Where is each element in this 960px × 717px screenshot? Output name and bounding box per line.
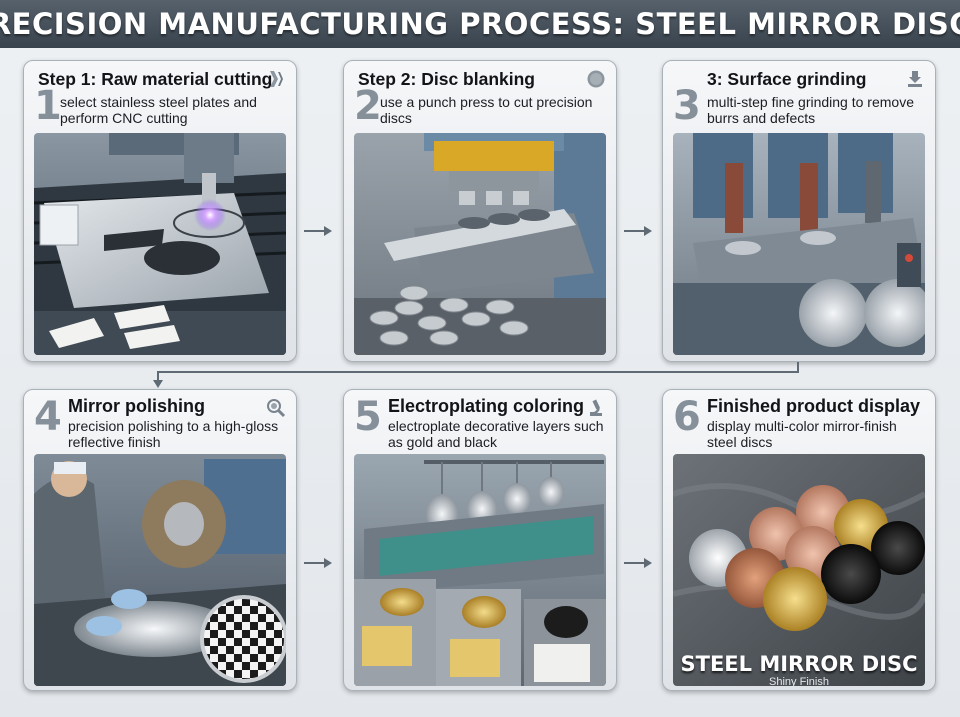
step-card-3: 3 3: Surface grinding multi-step fine gr… xyxy=(662,60,936,362)
step-card-2: 2 Step 2: Disc blanking use a punch pres… xyxy=(343,60,617,362)
step-description: multi-step fine grinding to remove burrs… xyxy=(707,94,914,126)
finished-discs-photo xyxy=(673,454,925,686)
step-description: select stainless steel plates and perfor… xyxy=(60,94,257,126)
product-name: STEEL MIRROR DISC xyxy=(680,652,918,676)
step-description: use a punch press to cut precision discs xyxy=(380,94,593,126)
step-number: 2 xyxy=(354,83,382,129)
step-heading: Step 1: Raw material cutting xyxy=(38,69,273,89)
step-heading: Electroplating coloring xyxy=(388,396,585,416)
microscope-icon xyxy=(590,399,602,416)
step-card-5: 5 Electroplating coloring electroplate d… xyxy=(343,389,617,691)
laser-icon xyxy=(270,71,283,87)
punch-press-photo xyxy=(354,133,606,355)
step-number: 4 xyxy=(34,394,62,440)
title-banner: PRECISION MANUFACTURING PROCESS: STEEL M… xyxy=(0,0,960,48)
step-number: 3 xyxy=(673,83,701,129)
connector-arrow-3-4 xyxy=(153,362,799,388)
step-card-6: 6 Finished product display display multi… xyxy=(662,389,936,691)
step-card-4: 4 Mirror polishing precision polishing t… xyxy=(23,389,297,691)
arrow-right-2-3 xyxy=(624,226,652,236)
step-description: precision polishing to a high-gloss refl… xyxy=(68,418,279,450)
arrow-right-1-2 xyxy=(304,226,332,236)
grinder-icon xyxy=(908,71,922,87)
step-heading: Step 2: Disc blanking xyxy=(358,69,535,89)
step-card-1: 1 Step 1: Raw material cutting select st… xyxy=(23,60,297,362)
step-heading: Mirror polishing xyxy=(68,396,205,416)
product-tagline: Shiny Finish xyxy=(769,676,829,688)
arrow-right-5-6 xyxy=(624,558,652,568)
step-number: 6 xyxy=(673,394,701,440)
grinding-machine-photo xyxy=(673,133,925,355)
step-description: electroplate decorative layers such as g… xyxy=(388,418,604,450)
disc-icon xyxy=(587,70,605,88)
page-title: PRECISION MANUFACTURING PROCESS: STEEL M… xyxy=(0,7,960,41)
step-heading: Finished product display xyxy=(707,396,921,416)
step-number: 1 xyxy=(34,83,62,129)
electroplating-photo xyxy=(354,454,606,686)
polishing-photo xyxy=(34,454,286,686)
cnc-cutting-photo xyxy=(34,133,286,355)
step-number: 5 xyxy=(354,394,382,440)
magnifier-icon xyxy=(267,399,286,418)
step-heading: 3: Surface grinding xyxy=(707,69,867,89)
step-description: display multi-color mirror-finish steel … xyxy=(707,418,897,450)
arrow-right-4-5 xyxy=(304,558,332,568)
